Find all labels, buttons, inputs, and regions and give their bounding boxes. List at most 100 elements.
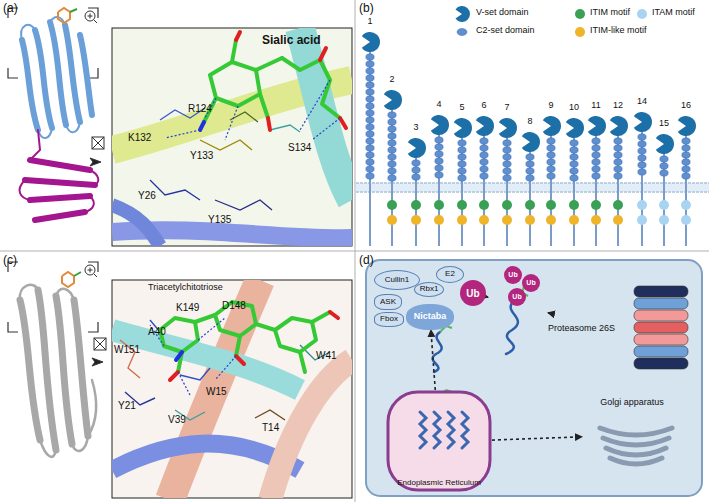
residue-label: Y135	[208, 214, 231, 225]
residue-label: R124	[188, 103, 212, 114]
c2-domain	[458, 161, 466, 167]
node-text: Golgi apparatus	[600, 398, 664, 408]
zoom-icon	[94, 338, 106, 350]
ligand-sticks	[62, 272, 81, 287]
vset-domain	[588, 116, 606, 136]
pathway-node: Ub	[460, 280, 486, 306]
itam-motif	[659, 215, 669, 225]
c2-domain	[526, 175, 534, 181]
pathway-node: ASK	[374, 294, 402, 310]
sialic-acid-sticks	[236, 32, 240, 40]
c2-domain	[592, 159, 600, 165]
receptor-number: 5	[459, 103, 464, 113]
sialic-acid-sticks	[260, 94, 268, 118]
node-text: Cullin1	[385, 276, 409, 285]
c2-domain	[458, 147, 466, 153]
c2-domain	[526, 154, 534, 160]
c2-domain	[435, 165, 443, 171]
glycan	[440, 286, 528, 396]
c2-domain	[366, 152, 374, 158]
itim-motif	[434, 200, 444, 210]
nictaba-ribbon	[38, 290, 56, 450]
chitotriose-sticks	[176, 352, 182, 360]
itim-motif	[502, 200, 512, 210]
sialic-acid-sticks	[200, 32, 346, 130]
vset-domain	[656, 134, 674, 154]
vset-domain	[678, 116, 696, 136]
c2-domain	[660, 170, 668, 176]
receptor-number: 11	[591, 101, 600, 111]
c2-domain	[503, 161, 511, 167]
inset-frame	[112, 28, 352, 246]
c2-domain	[366, 145, 374, 151]
c2-domain	[682, 173, 690, 179]
c2-domain	[412, 167, 420, 173]
legend-swatch	[637, 9, 647, 19]
receptor-number: 15	[659, 119, 669, 129]
receptor-number: 1	[367, 17, 372, 27]
c2-domain	[682, 138, 690, 144]
c2-domain	[570, 140, 578, 146]
c2-domain	[660, 163, 668, 169]
legend-swatch	[575, 9, 585, 19]
proteasome-26s	[634, 286, 688, 297]
inset-ribbons	[230, 112, 258, 122]
c2-domain	[388, 168, 396, 174]
receptor-number: 7	[504, 103, 509, 113]
nictaba-ribbon	[72, 436, 88, 451]
c2-domain	[366, 68, 374, 74]
dashed-arrow	[548, 312, 550, 314]
pathway-node: Rbx1	[414, 282, 444, 297]
c2-ribbon	[85, 196, 94, 212]
cell-membrane	[356, 183, 709, 192]
c2-domain	[614, 166, 622, 172]
vset-ribbon	[21, 25, 35, 40]
golgi-apparatus	[606, 448, 666, 455]
magnifier-icon	[85, 11, 95, 21]
node-text: Proteasome 26S	[548, 324, 615, 334]
golgi-apparatus	[610, 458, 662, 464]
magnifier-icon	[94, 20, 97, 23]
c2-domain	[614, 173, 622, 179]
legend-text: ITIM motif	[590, 8, 630, 18]
golgi-apparatus	[600, 428, 672, 435]
c2-ribbon	[35, 212, 85, 220]
c2-domain	[366, 173, 374, 179]
c2-ribbon	[90, 170, 98, 185]
c2-domain	[480, 138, 488, 144]
itam-motif	[637, 215, 647, 225]
itim-like-motif	[457, 215, 467, 225]
c2-ribbon	[20, 130, 99, 220]
c2-domain	[435, 158, 443, 164]
er-helices	[434, 412, 440, 448]
receptor-number: 2	[389, 75, 394, 85]
dashed-arrow	[486, 296, 488, 298]
c2-domain	[614, 145, 622, 151]
vset-domain	[522, 132, 540, 152]
residue-label: K149	[176, 302, 199, 313]
nictaba-ribbon	[74, 300, 88, 436]
hydrogen-bond	[198, 318, 225, 340]
vset-domain	[362, 32, 380, 52]
vset-domain	[454, 118, 472, 138]
proteasome-26s	[634, 346, 688, 357]
panel-label: (d)	[359, 254, 374, 267]
itim-motif	[591, 200, 601, 210]
magnifier-icon	[94, 274, 97, 277]
c2-domain	[458, 140, 466, 146]
itim-like-motif	[387, 215, 397, 225]
itim-like-motif	[479, 215, 489, 225]
c2-domain	[458, 175, 466, 181]
receptor-number: 3	[413, 123, 418, 133]
itim-motif	[387, 200, 397, 210]
c2-domain	[682, 166, 690, 172]
c2-domain	[682, 159, 690, 165]
proteasome-26s	[634, 286, 688, 369]
itam-motif	[681, 200, 691, 210]
magnifier-icon	[85, 11, 97, 23]
dashed-arrow	[492, 437, 582, 440]
pathway-node: Nictaba	[406, 304, 454, 330]
vset-domain	[476, 116, 494, 136]
legend-swatch	[455, 6, 470, 22]
